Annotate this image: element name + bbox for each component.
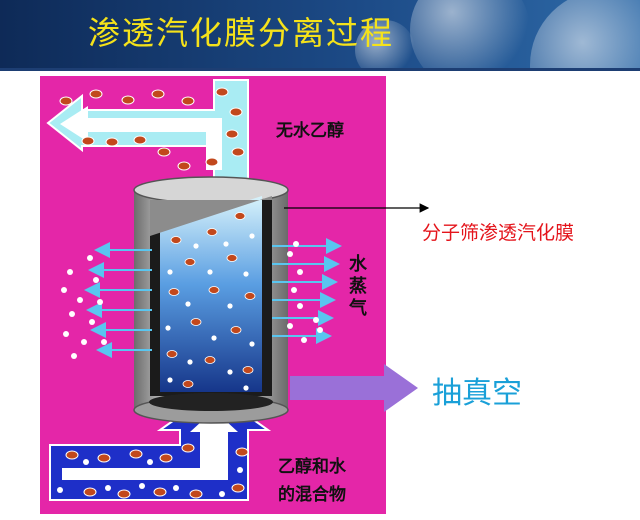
ethanol-outlet-inner-arrow xyxy=(60,106,222,170)
slide-header: 渗透汽化膜分离过程 xyxy=(0,0,640,68)
vacuum-label: 抽真空 xyxy=(432,376,522,411)
membrane-cylinder-bottom-opening xyxy=(149,393,273,411)
left-water-vapor-particles xyxy=(61,255,107,359)
core-water-particles xyxy=(165,233,255,391)
anhydrous-ethanol-label: 无水乙醇 xyxy=(276,121,344,141)
membrane-liquid-core xyxy=(160,196,262,392)
right-water-vapor-particles xyxy=(287,241,323,343)
water-vapor-label: 水蒸气 xyxy=(346,254,367,320)
membrane-label: 分子筛渗透汽化膜 xyxy=(422,222,575,244)
core-ethanol-particles xyxy=(166,212,256,388)
left-water-vapor-arrows xyxy=(84,242,152,358)
mixture-feed-particles xyxy=(57,443,249,499)
mixture-label-line1: 乙醇和水 xyxy=(278,457,346,477)
header-bubble-decoration xyxy=(355,20,415,68)
header-divider xyxy=(0,68,640,71)
top-channel-ethanol-particles xyxy=(59,87,245,187)
mixture-label-line2: 的混合物 xyxy=(278,485,346,505)
slide-title: 渗透汽化膜分离过程 xyxy=(88,14,395,52)
header-bubble-decoration xyxy=(410,0,530,68)
membrane-cut-face xyxy=(150,196,272,236)
vacuum-arrow xyxy=(290,364,418,412)
right-water-vapor-arrows xyxy=(272,238,342,344)
